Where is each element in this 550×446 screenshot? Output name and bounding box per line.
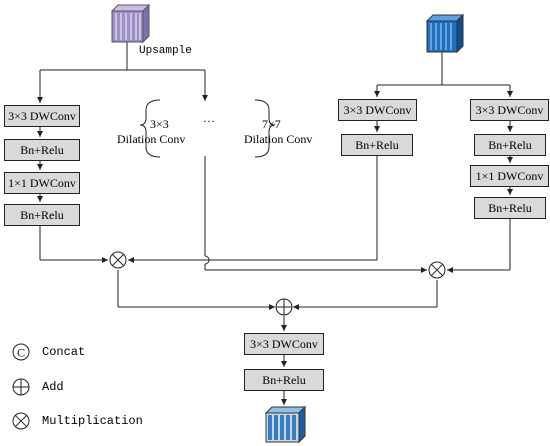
dilation-last-label: Dilation Conv bbox=[244, 132, 313, 146]
right-bn-relu-box-1: Bn+Relu bbox=[474, 134, 546, 156]
add-icon bbox=[12, 378, 30, 396]
left-bn-relu-box-2: Bn+Relu bbox=[4, 204, 80, 226]
bottom-bn-relu-box: Bn+Relu bbox=[244, 369, 324, 391]
dilation-first-label: Dilation Conv bbox=[117, 132, 186, 146]
left-bn-relu-box-1: Bn+Relu bbox=[4, 139, 80, 161]
svg-text:C: C bbox=[17, 346, 25, 360]
left-dwconv-3x3-box: 3×3 DWConv bbox=[4, 105, 80, 127]
bottom-dwconv-3x3-box: 3×3 DWConv bbox=[244, 333, 324, 355]
right-dwconv-1x1-box: 1×1 DWConv bbox=[470, 165, 549, 187]
legend-multiplication-label: Multiplication bbox=[42, 414, 143, 428]
multiplication-icon bbox=[12, 412, 30, 430]
dilation-first-kernel: 3×3 bbox=[150, 117, 169, 131]
add-node bbox=[275, 298, 293, 316]
output-feature-cube-icon bbox=[264, 405, 307, 444]
legend-concat-label: Concat bbox=[42, 345, 86, 359]
dilation-ellipsis: ··· bbox=[203, 114, 215, 128]
mid-bn-relu-box: Bn+Relu bbox=[341, 134, 413, 156]
upsample-label: Upsample bbox=[139, 45, 192, 57]
input-feature-cube-icon bbox=[425, 13, 465, 54]
legend-add-label: Add bbox=[42, 380, 64, 394]
right-dwconv-3x3-box: 3×3 DWConv bbox=[470, 99, 549, 121]
upsample-feature-cube-icon bbox=[110, 3, 151, 44]
right-bn-relu-box-2: Bn+Relu bbox=[474, 197, 546, 219]
mid-dwconv-3x3-box: 3×3 DWConv bbox=[338, 99, 417, 121]
left-dwconv-1x1-box: 1×1 DWConv bbox=[4, 172, 80, 194]
multiply-node-left bbox=[109, 251, 127, 269]
dilation-last-kernel: 7×7 bbox=[262, 117, 281, 131]
concat-icon: C bbox=[12, 343, 30, 361]
multiply-node-right bbox=[428, 261, 446, 279]
